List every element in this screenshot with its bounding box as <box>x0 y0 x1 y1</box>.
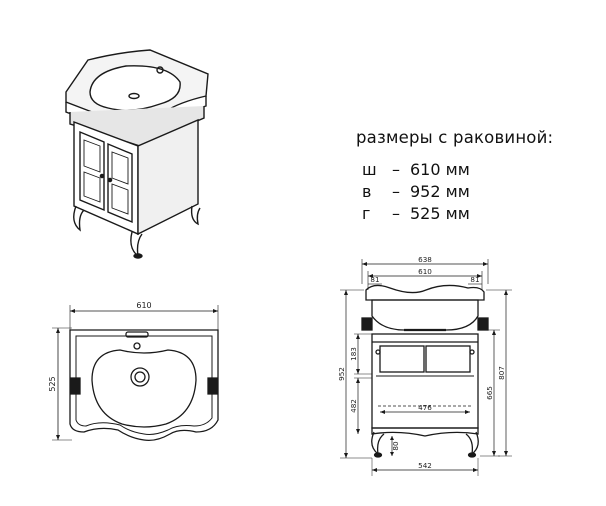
top-view: 610 525 <box>48 301 219 442</box>
iso-handle-right <box>107 177 113 183</box>
iso-foot <box>133 253 143 259</box>
front-base-width-label: 542 <box>418 461 432 470</box>
top-width-label: 610 <box>136 301 151 310</box>
front-leg-height-label: 80 <box>391 441 400 451</box>
front-left-offset-label: 81 <box>370 275 379 284</box>
front-leg-right <box>465 431 479 456</box>
front-total-height-label: 952 <box>337 367 346 381</box>
front-drawer-height-label: 183 <box>349 347 358 361</box>
front-bracket-left <box>361 317 373 331</box>
top-faucet-hole <box>133 342 141 350</box>
top-drain-outer <box>130 367 150 387</box>
top-basin-bowl <box>91 349 197 428</box>
top-bracket-left <box>70 377 81 395</box>
iso-leg-front-right <box>130 231 143 258</box>
iso-basin-bowl <box>89 65 181 111</box>
iso-door-right <box>107 142 133 224</box>
front-cabinet-outline <box>371 333 479 429</box>
front-basin-top <box>365 284 485 301</box>
top-depth-label: 525 <box>48 376 57 391</box>
iso-door-left <box>79 130 105 212</box>
top-bracket-right <box>207 377 218 395</box>
front-view: 638 610 81 81 476 542 952 183 482 80 665… <box>337 255 512 476</box>
front-leg-left <box>371 431 385 456</box>
front-plinth <box>371 427 479 437</box>
top-basin-inner-rim <box>75 335 213 435</box>
iso-leg-front-left <box>73 205 85 232</box>
front-upper-panel-right <box>425 345 471 373</box>
top-drain-inner <box>134 371 146 383</box>
front-top-width-label: 610 <box>418 267 432 276</box>
front-upper-panel-left <box>379 345 425 373</box>
top-faucet-slot <box>125 331 149 338</box>
iso-handle-left <box>99 173 105 179</box>
front-inner-width-label: 476 <box>418 403 432 412</box>
front-lower-height-label: 482 <box>349 399 358 413</box>
isometric-view <box>65 49 209 259</box>
front-right-offset-label: 81 <box>470 275 479 284</box>
iso-leg-back-right <box>190 205 201 226</box>
top-basin-outline <box>69 329 219 442</box>
front-body-height-label: 807 <box>497 366 506 380</box>
iso-faucet-hole <box>156 66 164 74</box>
front-basin-body <box>371 299 479 331</box>
front-overall-width-label: 638 <box>418 255 432 264</box>
iso-door-panes <box>83 139 129 215</box>
front-cabinet-height-label: 665 <box>485 386 494 400</box>
iso-cabinet-side <box>137 118 199 236</box>
iso-drain <box>128 92 140 100</box>
front-bracket-right <box>477 317 489 331</box>
